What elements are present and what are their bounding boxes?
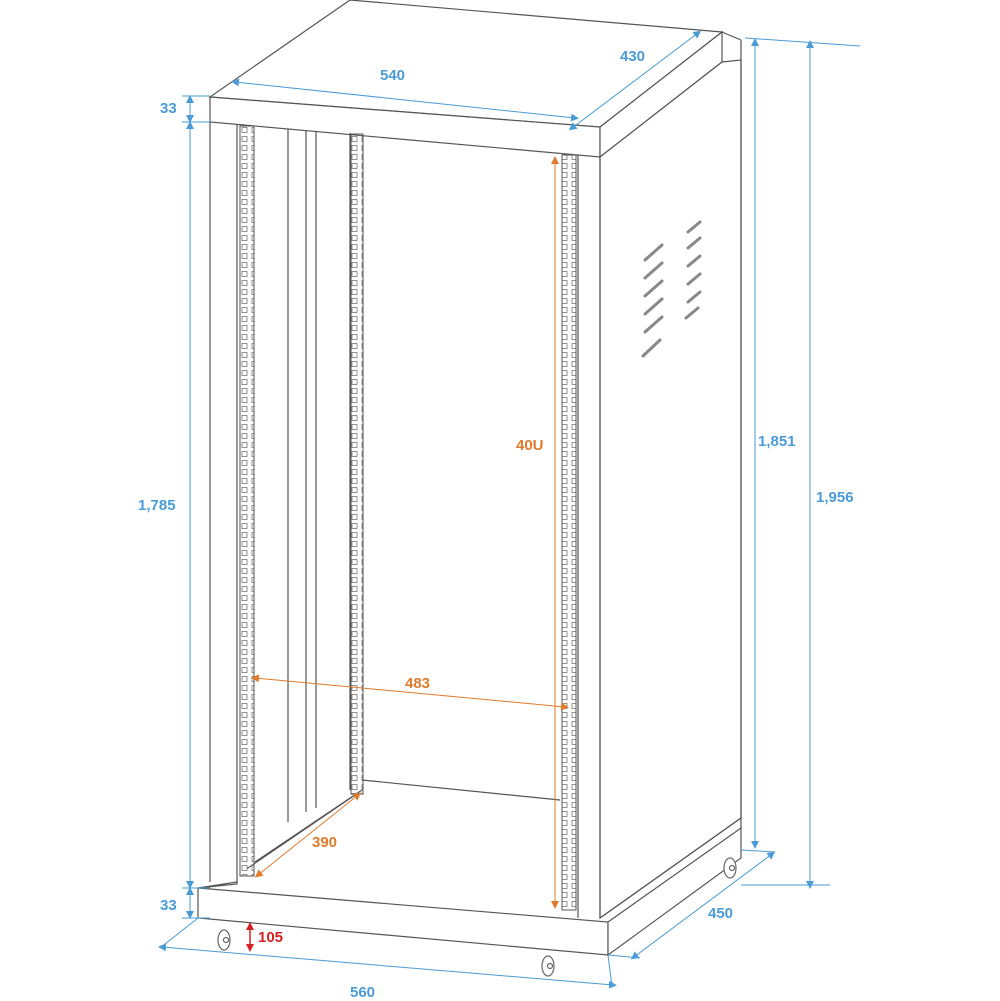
inner-dimension-lines bbox=[251, 156, 569, 909]
body-height-label: 1,851 bbox=[758, 433, 796, 450]
outer-dimension-lines bbox=[158, 30, 861, 989]
top-width-label: 540 bbox=[380, 67, 406, 84]
base-height-label: 33 bbox=[160, 897, 177, 914]
vent-slots bbox=[641, 220, 702, 358]
base-width-label: 560 bbox=[350, 984, 376, 1001]
caster-height-label: 105 bbox=[258, 929, 284, 946]
top-depth-label: 430 bbox=[620, 48, 646, 65]
inner-height-label: 1,785 bbox=[138, 497, 176, 514]
total-height-label: 1,956 bbox=[816, 489, 854, 506]
rail-depth-label: 390 bbox=[312, 834, 338, 851]
rack-rails bbox=[239, 125, 577, 911]
top-panel-height-label: 33 bbox=[160, 100, 177, 117]
rail-width-label: 483 bbox=[405, 675, 431, 692]
rack-units-label: 40U bbox=[516, 437, 544, 454]
base-depth-label: 450 bbox=[708, 905, 734, 922]
cabinet-outline bbox=[197, 0, 742, 957]
